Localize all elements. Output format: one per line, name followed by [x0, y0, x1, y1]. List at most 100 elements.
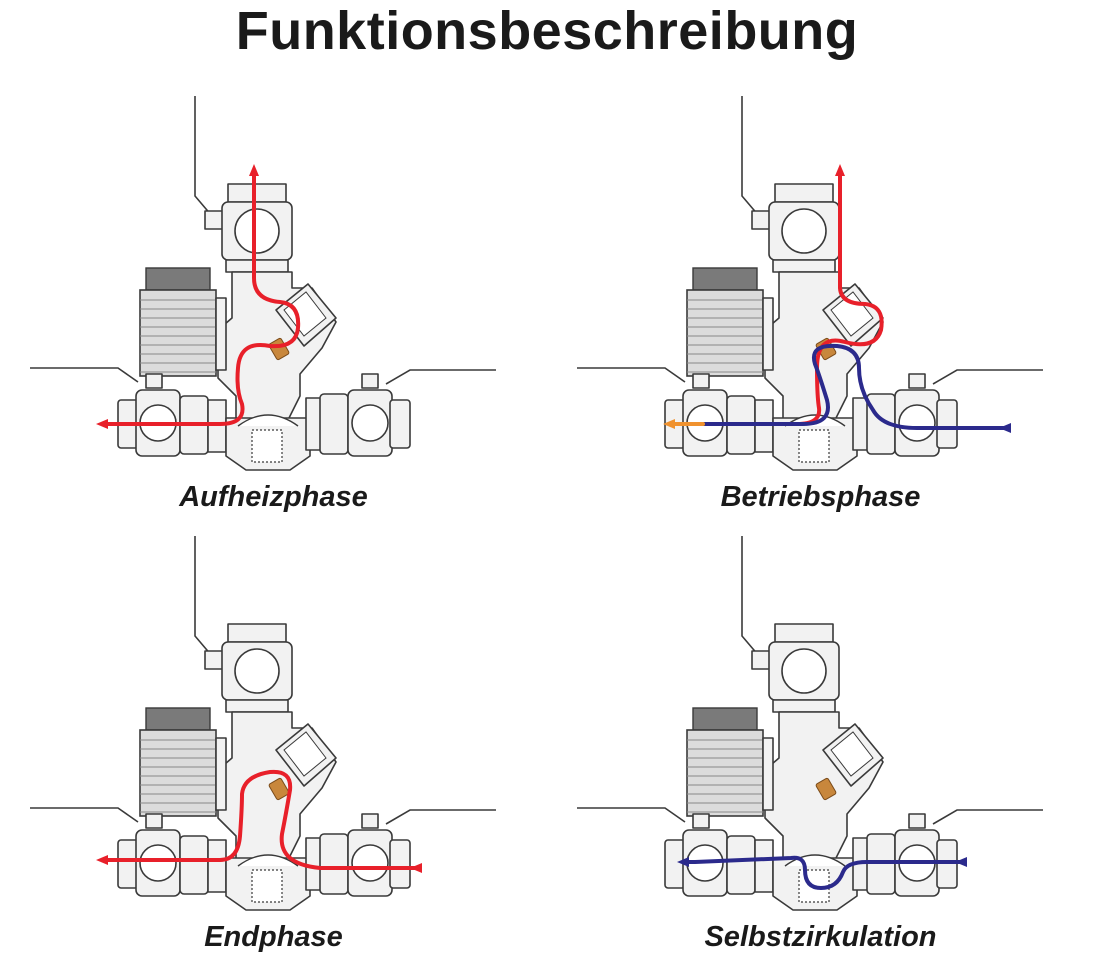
- flow-line-cold: [685, 855, 963, 890]
- flow-arrowhead: [835, 164, 845, 176]
- left-pipe-stub: [754, 839, 774, 893]
- pump-assembly: [30, 536, 496, 911]
- right-handle-lever: [385, 369, 496, 385]
- top-collar: [772, 699, 836, 713]
- flow-line-hot: [705, 172, 884, 426]
- check-valve-dome: [237, 414, 299, 427]
- top-handle-lever: [194, 536, 213, 657]
- valve-element: [268, 777, 290, 801]
- pump-motor-cap: [692, 707, 758, 731]
- top-ball: [781, 208, 827, 254]
- top-ball: [234, 648, 280, 694]
- panel-selbstzirkulation: Selbstzirkulation: [547, 518, 1094, 963]
- right-end-nut: [389, 839, 411, 889]
- valve-diagram-selbstzirkulation: [577, 536, 1043, 911]
- caption-endphase: Endphase: [204, 921, 343, 953]
- valve-diagram-aufheizphase: [30, 96, 496, 471]
- right-union: [319, 393, 349, 455]
- pump-flange: [215, 737, 227, 811]
- check-valve-spring: [251, 429, 283, 463]
- pump-assembly: [30, 96, 496, 471]
- check-valve-spring: [251, 869, 283, 903]
- right-handle-nut: [908, 373, 926, 389]
- flow-lines: [96, 769, 422, 873]
- top-connector-cap: [774, 623, 834, 643]
- top-connector-cap: [774, 183, 834, 203]
- pump-motor-cap: [145, 707, 211, 731]
- left-handle-lever: [577, 807, 686, 823]
- panel-betriebsphase: Betriebsphase: [547, 78, 1094, 523]
- top-handle-lever: [194, 96, 213, 217]
- panel-endphase: Endphase: [0, 518, 547, 963]
- flow-lines: [96, 164, 301, 429]
- top-ball: [234, 208, 280, 254]
- pump-flange: [762, 297, 774, 371]
- right-handle-lever: [932, 369, 1043, 385]
- top-collar: [225, 259, 289, 273]
- right-ball: [351, 844, 389, 882]
- left-union: [726, 835, 756, 895]
- pump-assembly: [577, 96, 1043, 471]
- pump-assembly: [577, 536, 1043, 911]
- flow-arrowhead: [249, 164, 259, 176]
- top-handle-lever: [741, 536, 760, 657]
- left-handle-nut: [692, 373, 710, 389]
- top-handle-nut: [204, 210, 224, 230]
- panel-aufheizphase: Aufheizphase: [0, 78, 547, 523]
- pump-motor-cap: [145, 267, 211, 291]
- top-handle-nut: [751, 210, 771, 230]
- flow-arrowhead: [999, 423, 1011, 433]
- left-union: [179, 835, 209, 895]
- flow-line-hot: [104, 769, 418, 870]
- flow-arrowhead: [663, 419, 675, 429]
- thermostatic-valve-inner: [283, 731, 327, 777]
- right-ball: [898, 404, 936, 442]
- caption-aufheizphase: Aufheizphase: [179, 481, 368, 513]
- check-valve-spring: [798, 429, 830, 463]
- left-pipe-stub: [207, 839, 227, 893]
- top-handle-lever: [741, 96, 760, 217]
- pump-motor: [139, 289, 217, 377]
- right-ball: [351, 404, 389, 442]
- left-handle-nut: [692, 813, 710, 829]
- pump-motor-cap: [692, 267, 758, 291]
- flow-arrowhead: [96, 855, 108, 865]
- pump-flange: [762, 737, 774, 811]
- flow-arrowhead: [96, 419, 108, 429]
- top-handle-nut: [204, 650, 224, 670]
- thermostatic-valve-inner: [830, 731, 874, 777]
- right-handle-nut: [361, 373, 379, 389]
- caption-selbstzirkulation: Selbstzirkulation: [704, 921, 937, 953]
- right-union: [319, 833, 349, 895]
- top-connector-cap: [227, 183, 287, 203]
- check-valve-dome: [237, 854, 299, 867]
- pump-flange: [215, 297, 227, 371]
- right-handle-nut: [361, 813, 379, 829]
- caption-betriebsphase: Betriebsphase: [720, 481, 921, 513]
- valve-element: [815, 777, 837, 801]
- top-collar: [225, 699, 289, 713]
- top-handle-nut: [751, 650, 771, 670]
- left-end-nut: [117, 839, 139, 889]
- right-handle-nut: [908, 813, 926, 829]
- left-handle-lever: [30, 367, 139, 383]
- flow-lines: [677, 855, 967, 890]
- flow-arrowhead: [955, 857, 967, 867]
- left-ball: [139, 844, 177, 882]
- top-connector-cap: [227, 623, 287, 643]
- top-collar: [772, 259, 836, 273]
- right-handle-lever: [932, 809, 1043, 825]
- flow-arrowhead: [677, 857, 689, 867]
- left-handle-lever: [577, 367, 686, 383]
- right-end-nut: [936, 399, 958, 449]
- left-handle-lever: [30, 807, 139, 823]
- left-handle-nut: [145, 373, 163, 389]
- flow-arrowhead: [410, 863, 422, 873]
- page-title: Funktionsbeschreibung: [235, 1, 859, 61]
- pump-motor: [686, 289, 764, 377]
- pump-motor: [139, 729, 217, 817]
- flow-line-cold: [699, 343, 1007, 430]
- top-ball: [781, 648, 827, 694]
- valve-diagram-endphase: [30, 536, 496, 911]
- right-handle-lever: [385, 809, 496, 825]
